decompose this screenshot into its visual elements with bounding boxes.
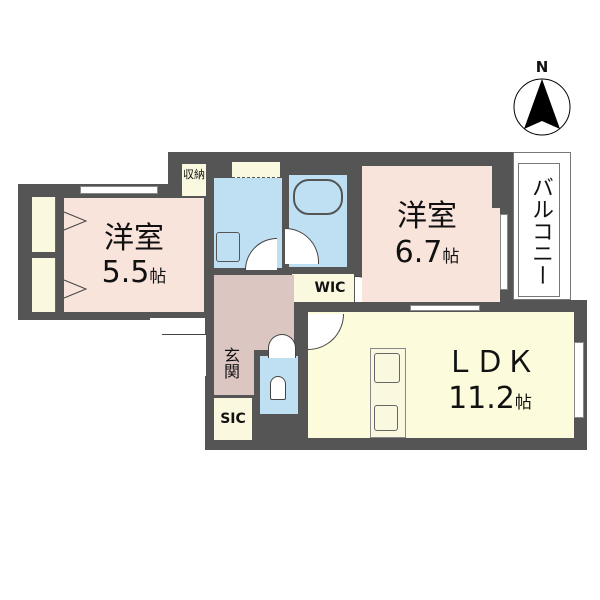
- entrance-label: 玄関: [221, 347, 240, 379]
- room-size-value: 6.7: [394, 235, 443, 270]
- room-size: 11.2帖: [420, 384, 560, 414]
- toilet-icon: [270, 376, 286, 400]
- window-ldk-east: [574, 342, 584, 418]
- toilet-door[interactable]: [268, 334, 296, 358]
- room-size-value: 5.5: [101, 255, 150, 290]
- room-size-value: 11.2: [448, 381, 515, 416]
- window-bedroom2-side: [500, 214, 508, 290]
- walk-in-closet: WIC: [292, 274, 354, 302]
- room-name: 洋室: [104, 221, 164, 256]
- stove-icon: [374, 405, 398, 431]
- room-size-unit: 帖: [514, 393, 532, 413]
- sink-icon: [374, 353, 400, 383]
- western-room-2: 洋室 6.7帖: [362, 166, 492, 302]
- ldk: ＬＤＫ 11.2帖: [308, 312, 574, 438]
- storage-closet: 収納: [182, 164, 206, 196]
- bathtub-icon: [293, 179, 343, 215]
- washroom-shelf: [232, 162, 280, 178]
- window-bedroom2-bottom: [410, 305, 480, 311]
- window-bedroom1-top: [80, 186, 158, 194]
- bathroom: [289, 175, 347, 267]
- storage-label: 収納: [183, 168, 205, 181]
- north-compass: N: [512, 60, 572, 140]
- north-arrow-icon: [513, 78, 571, 136]
- balcony: バルコニー: [513, 152, 571, 300]
- balcony-label: バルコニー: [528, 176, 553, 286]
- shoe-in-closet: SIC: [214, 398, 252, 440]
- room-size-unit: 帖: [442, 247, 460, 267]
- room-size: 6.7帖: [362, 238, 492, 268]
- toilet: [260, 356, 298, 414]
- room-size-unit: 帖: [149, 267, 167, 287]
- entrance: 玄関: [214, 345, 254, 395]
- north-label: N: [535, 58, 549, 76]
- room-name: ＬＤＫ: [445, 345, 535, 380]
- western-room-1: 洋室 5.5帖: [64, 198, 204, 312]
- washbasin-icon: [216, 232, 240, 262]
- closet-door-icon: [63, 211, 88, 299]
- western-room-2-alcove: [492, 208, 500, 302]
- room-size: 5.5帖: [64, 258, 204, 288]
- sic-label: SIC: [220, 411, 246, 427]
- closet-bedroom1-upper: [32, 197, 56, 252]
- room-name: 洋室: [397, 199, 457, 234]
- kitchen-counter: [370, 348, 406, 438]
- balcony-inner: バルコニー: [518, 163, 560, 297]
- wic-label: WIC: [314, 280, 346, 296]
- closet-bedroom1-lower: [32, 258, 56, 312]
